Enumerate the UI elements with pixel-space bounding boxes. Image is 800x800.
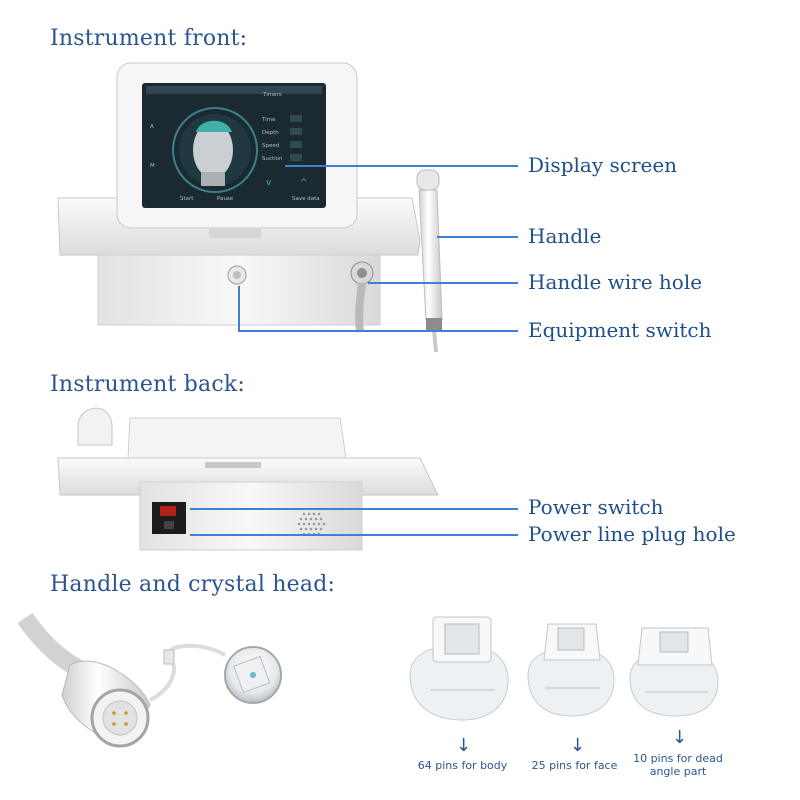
caption-64-pins: 64 pins for body: [417, 759, 508, 772]
section-title-handle: Handle and crystal head:: [50, 572, 336, 597]
screen-speed-label[interactable]: Speed: [262, 143, 279, 149]
back-leader-lines: [190, 508, 518, 536]
caption-10-pins: 10 pins for dead angle part: [633, 752, 723, 778]
screen-timers-label: Timers: [262, 92, 282, 98]
chevron-up-icon[interactable]: ^: [300, 178, 308, 188]
screen-save-button[interactable]: Save data: [292, 196, 320, 202]
front-machine: Timers Time Depth Speed Suction A M Star…: [57, 62, 443, 353]
callout-power-plug-hole: Power line plug hole: [528, 522, 736, 546]
arrow-down-icon: ↓: [570, 735, 586, 756]
caption-25-pins: 25 pins for face: [531, 759, 618, 772]
cartridge-10-pins: [629, 627, 719, 717]
arrow-down-icon: ↓: [456, 735, 472, 756]
screen-depth-label[interactable]: Depth: [262, 130, 279, 136]
callout-handle-wire-hole: Handle wire hole: [528, 270, 703, 294]
screen-time-label[interactable]: Time: [261, 117, 276, 123]
callout-display-screen: Display screen: [528, 153, 678, 177]
power-switch-icon[interactable]: [160, 506, 176, 516]
screen-pause-button[interactable]: Pause: [217, 196, 234, 202]
section-title-back: Instrument back:: [50, 372, 246, 397]
screen-suction-label[interactable]: Suction: [262, 156, 283, 162]
callout-equipment-switch: Equipment switch: [528, 318, 712, 342]
cartridge-64-pins: [409, 616, 509, 721]
cartridges: [409, 616, 719, 721]
chevron-down-icon[interactable]: v: [266, 178, 272, 188]
handle-piece[interactable]: [418, 189, 443, 321]
screen-start-button[interactable]: Start: [180, 196, 194, 202]
callout-power-switch: Power switch: [528, 495, 664, 519]
callout-handle: Handle: [528, 224, 602, 248]
arrow-down-icon: ↓: [672, 727, 688, 748]
screen-mode-a[interactable]: A: [150, 124, 154, 130]
handle-closeup: [17, 612, 282, 748]
screen-mode-m[interactable]: M: [150, 163, 155, 169]
back-machine: [57, 407, 439, 551]
cartridge-25-pins: [527, 623, 615, 717]
section-title-front: Instrument front:: [50, 26, 248, 51]
front-leader-lines: [238, 165, 518, 332]
